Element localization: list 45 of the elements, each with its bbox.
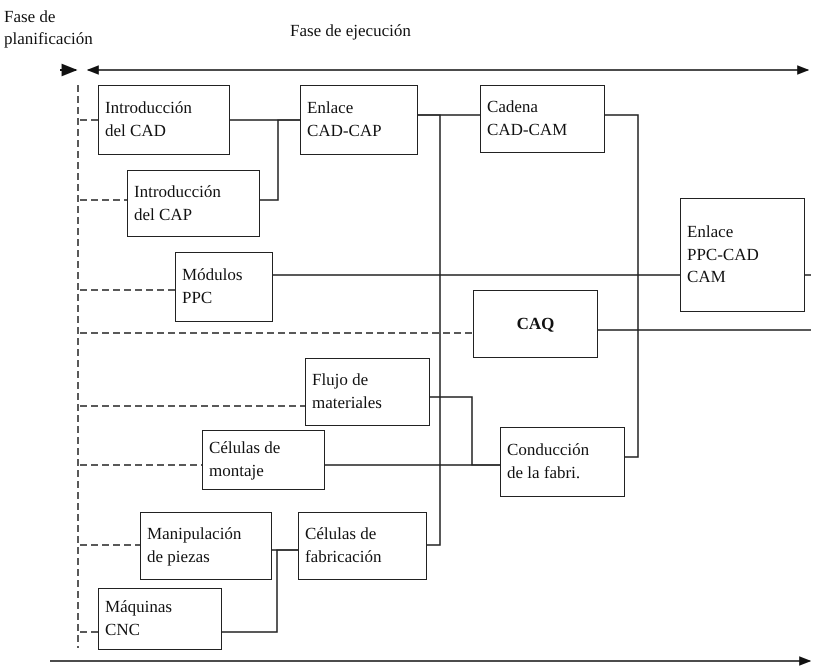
box-label: Introducción del CAP <box>134 180 222 226</box>
phase-label: Fase de planificación <box>4 6 94 50</box>
process-box <box>680 198 805 312</box>
box-label: Flujo de materiales <box>312 369 383 414</box>
box-label: Enlace PPC-CAD CAM <box>687 220 760 288</box>
process-box <box>140 512 272 580</box>
process-box <box>127 170 260 237</box>
dashed-connector <box>80 544 140 546</box>
box-label: Enlace CAD-CAP <box>307 97 383 142</box>
box-label: Células de fabricación <box>305 523 382 568</box>
connector <box>598 329 811 331</box>
box-label: Cadena CAD-CAM <box>487 96 568 141</box>
phase-label: Fase de ejecución <box>290 20 411 42</box>
process-box <box>202 430 325 490</box>
process-box <box>175 252 273 322</box>
box-label: Máquinas CNC <box>105 596 174 641</box>
box-label: Manipulación de piezas <box>147 523 242 568</box>
box-label: Introducción del CAD <box>105 97 193 142</box>
dashed-connector <box>80 289 175 291</box>
connector <box>418 114 441 546</box>
box-label: Conducción de la fabri. <box>507 439 590 484</box>
process-box <box>500 427 625 497</box>
connector <box>325 464 500 466</box>
dashed-connector <box>80 332 473 334</box>
connector <box>273 274 680 276</box>
process-box <box>298 512 427 580</box>
process-box <box>300 85 418 155</box>
connector <box>605 114 639 458</box>
connector <box>222 549 298 633</box>
process-box <box>98 588 222 650</box>
process-box <box>305 358 430 426</box>
process-box <box>480 85 605 153</box>
dashed-connector <box>80 464 202 466</box>
box-label: CAQ <box>516 312 554 335</box>
dashed-connector <box>80 119 98 121</box>
connector <box>805 274 811 276</box>
box-label: Células de montaje <box>209 437 282 482</box>
process-box <box>98 85 230 155</box>
process-box <box>473 290 598 358</box>
dashed-connector <box>80 199 127 201</box>
connector <box>260 119 300 201</box>
box-label: Módulos PPC <box>182 264 244 309</box>
dashed-bar <box>76 85 80 648</box>
dashed-connector <box>80 631 98 633</box>
dashed-connector <box>80 405 305 407</box>
